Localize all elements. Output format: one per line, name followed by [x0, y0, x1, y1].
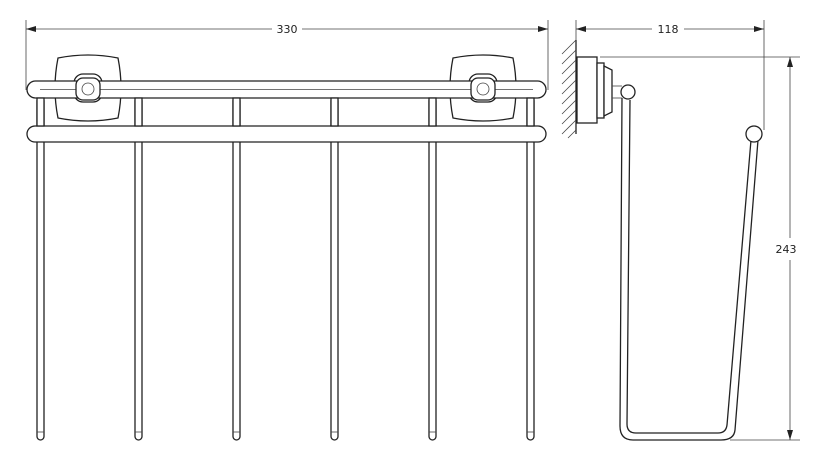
basket-wire	[232, 96, 241, 441]
basket-wires	[36, 96, 535, 441]
wall-section	[561, 39, 577, 139]
width-dimension: 330	[25, 20, 549, 90]
side-view: 118 243	[561, 20, 800, 441]
mount-detail-right	[470, 77, 496, 101]
height-dimension-label: 243	[776, 243, 797, 256]
depth-dimension-label: 118	[658, 23, 679, 36]
second-rail	[26, 125, 547, 143]
mount-detail-left	[75, 77, 101, 101]
top-rail	[26, 80, 547, 99]
basket-wire	[330, 96, 339, 441]
basket-wire	[36, 96, 45, 441]
front-view: 330	[25, 20, 549, 441]
height-dimension: 243	[600, 56, 800, 441]
width-dimension-label: 330	[277, 23, 298, 36]
basket-wire	[134, 96, 143, 441]
wire-stubs	[36, 97, 535, 127]
basket-wire	[526, 96, 535, 441]
basket-wire	[428, 96, 437, 441]
side-mount	[576, 56, 636, 124]
basket-profile	[619, 97, 763, 441]
